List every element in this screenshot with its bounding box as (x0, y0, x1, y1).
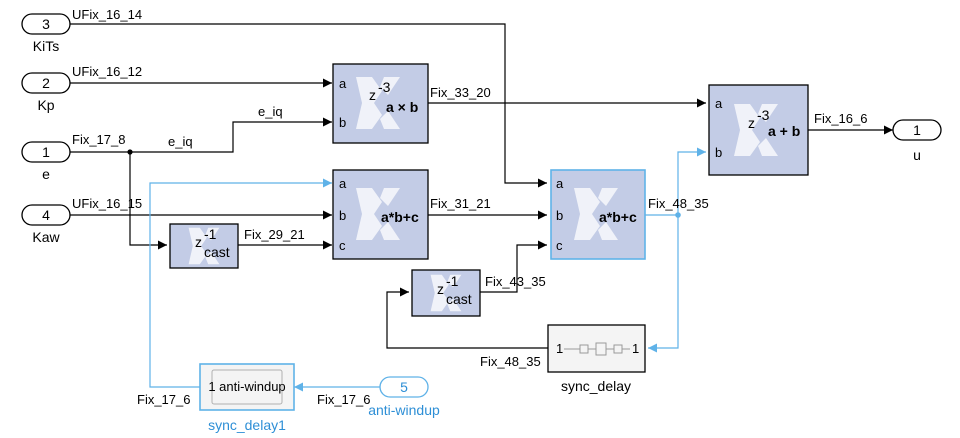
port-label-a: a (339, 176, 347, 191)
outport-u[interactable]: 1 u (892, 119, 942, 163)
inport-label: anti-windup (368, 402, 440, 418)
branch-point-e (127, 149, 133, 155)
signal-label-mac1: Fix_31_21 (430, 196, 491, 211)
signal-label-mac2: Fix_48_35 (648, 196, 709, 211)
mac1-block[interactable]: a b c a*b+c (332, 169, 429, 260)
delay-z: z (748, 115, 755, 131)
sync-delay1-subsystem[interactable]: 1 anti-windup sync_delay1 (199, 363, 295, 433)
outport-label: u (913, 147, 921, 163)
cast1-block[interactable]: z -1 cast (169, 223, 239, 269)
signal-label-add: Fix_16_6 (814, 111, 867, 126)
delay-z: z (437, 281, 444, 297)
signal-label-e: Fix_17_8 (72, 132, 125, 147)
signal-label-kaw: UFix_16_15 (72, 196, 142, 211)
signal-label-eiq-lower: e_iq (168, 134, 193, 149)
signal-label-cast2: Fix_43_35 (485, 274, 546, 289)
inport-number: 4 (42, 207, 50, 223)
subsystem-name: sync_delay (561, 378, 631, 394)
cast-label: cast (446, 291, 472, 307)
add-block[interactable]: a b z -3 a + b (708, 84, 809, 176)
branch-point-mac2 (675, 212, 681, 218)
signal-label-eiq-upper: e_iq (258, 104, 283, 119)
inport-label: e (42, 166, 50, 182)
cast2-block[interactable]: z -1 cast (411, 269, 481, 317)
operation-label: a*b+c (599, 209, 637, 225)
port-label-a: a (556, 176, 564, 191)
mult-block[interactable]: a b z -3 a × b (332, 63, 429, 144)
signal-label-aw-in: Fix_17_6 (317, 392, 370, 407)
subsystem-out-port: 1 (632, 341, 639, 356)
signal-label-aw-out: Fix_17_6 (137, 392, 190, 407)
inport-kp[interactable]: 2 Kp (21, 72, 71, 113)
inport-number: 3 (42, 16, 50, 32)
signal-label-feedback: Fix_48_35 (480, 354, 541, 369)
inport-number: 5 (400, 379, 408, 395)
operation-label: a + b (768, 123, 800, 139)
delay-exponent: -1 (204, 226, 217, 242)
signal-label-mult: Fix_33_20 (430, 85, 491, 100)
port-label-a: a (715, 96, 723, 111)
delay-exponent: -1 (446, 273, 459, 289)
signal-label-cast1: Fix_29_21 (244, 227, 305, 242)
mac2-block[interactable]: a b c a*b+c (550, 169, 646, 260)
delay-z: z (195, 234, 202, 250)
operation-label: a × b (386, 99, 418, 115)
wire-aw-out[interactable] (149, 178, 332, 388)
cast-label: cast (204, 244, 230, 260)
signal-label-kits: UFix_16_14 (72, 7, 142, 22)
subsystem-port-text: 1 anti-windup (208, 379, 285, 394)
subsystem-in-port: 1 (556, 341, 563, 356)
sync-delay-subsystem[interactable]: 1 1 sync_delay (547, 324, 646, 394)
outport-number: 1 (913, 122, 921, 138)
wire-feedback[interactable] (386, 287, 548, 349)
port-label-b: b (339, 115, 346, 130)
inport-e[interactable]: 1 e (21, 141, 71, 182)
inport-anti-windup[interactable]: 5 anti-windup (368, 376, 440, 418)
port-label-c: c (339, 238, 346, 253)
inport-label: Kp (37, 97, 54, 113)
port-label-b: b (339, 208, 346, 223)
delay-exponent: -3 (757, 107, 770, 123)
operation-label: a*b+c (381, 209, 419, 225)
delay-exponent: -3 (378, 79, 391, 95)
inport-number: 2 (42, 75, 50, 91)
signal-labels: UFix_16_14 UFix_16_12 Fix_17_8 e_iq e_iq… (72, 7, 867, 407)
inport-kits[interactable]: 3 KiTs (21, 13, 71, 54)
inport-label: KiTs (33, 38, 59, 54)
wires (70, 23, 893, 392)
wire-e-cast[interactable] (129, 152, 167, 250)
inport-number: 1 (42, 144, 50, 160)
port-label-b: b (715, 145, 722, 160)
delay-z: z (369, 87, 376, 103)
wire-e[interactable] (70, 117, 332, 153)
wire-mac2-add[interactable] (645, 147, 706, 216)
signal-label-kp: UFix_16_12 (72, 64, 142, 79)
subsystem-icon (211, 369, 283, 405)
port-label-c: c (556, 238, 563, 253)
wire-mac2-sync[interactable] (648, 215, 679, 353)
port-label-a: a (339, 76, 347, 91)
subsystem-name: sync_delay1 (208, 417, 286, 433)
subsystem-icon (564, 342, 630, 356)
inport-label: Kaw (32, 229, 60, 245)
inport-kaw[interactable]: 4 Kaw (21, 204, 71, 245)
port-label-b: b (556, 208, 563, 223)
wire-cast2[interactable] (480, 240, 547, 293)
